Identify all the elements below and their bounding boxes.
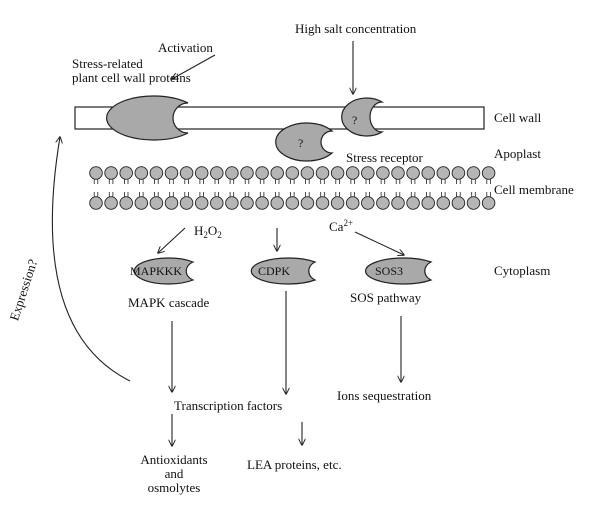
lipid-head [225,166,239,180]
lipid-head [210,166,224,180]
lipid-head [104,196,118,210]
lipid-head [255,196,269,210]
lipid-head [179,166,194,180]
high-salt-label: High salt concentration [295,21,417,36]
lipid-head [134,196,149,210]
transcription-factors-label: Transcription factors [174,398,283,413]
lipid-head [345,166,360,180]
lipid-head [149,166,164,180]
antioxidants-label: Antioxidants and osmolytes [124,453,224,495]
lipid-head [451,196,466,210]
h2o2-o: O [207,223,218,238]
lipid-head [240,196,254,210]
h2o2-sub1: 2 [203,230,208,240]
lipid-head [345,196,360,210]
lipid-head [194,196,209,210]
lipid-head [149,196,164,210]
lipid-head [164,196,179,210]
h2o2-label: H2O2 [194,223,222,241]
lipid-head [89,196,103,210]
lipid-head [481,196,496,210]
lipid-head [164,166,179,180]
ca-symbol: Ca [329,219,344,234]
receptor-question-label: ? [298,136,304,150]
stress-receptor-shape [275,122,334,162]
lipid-head [134,166,149,180]
cdpk-shape [250,257,317,285]
antioxidants-line1: Antioxidants [140,452,208,467]
cytoplasm-label: Cytoplasm [494,263,551,278]
arrow-activation [172,54,216,79]
lipid-head [406,196,420,210]
lipid-head [391,166,405,180]
h2o2-sub2: 2 [217,230,222,240]
stress-proteins-label-line2: plant cell wall proteins [72,70,191,85]
lipid-head [270,196,284,210]
mapkkk-label: MAPKKK [130,264,183,278]
lipid-head [89,166,103,180]
lipid-head [361,166,375,180]
mapkkk-shape [133,257,195,285]
ca-charge: 2+ [343,218,354,228]
calcium-label: Ca2+ [329,218,354,235]
sos-pathway-label: SOS pathway [350,290,422,305]
lipid-head [194,166,209,180]
lipid-head [104,166,118,180]
lipid-head [376,166,390,180]
lipid-head [466,196,481,210]
cdpk-label: CDPK [258,264,291,278]
arrow-h2o2 [158,227,186,253]
lipid-head [300,166,315,180]
wall-protein-right [341,97,385,137]
h2o2-h: H [194,223,204,238]
sos3-shape [364,257,433,285]
lipid-head [451,166,466,180]
lipid-head [119,196,133,210]
lipid-head [421,166,435,180]
apoplast-label: Apoplast [494,146,541,161]
lipid-head [436,166,451,180]
stress-receptor-label: Stress receptor [346,150,423,165]
ions-sequestration-label: Ions sequestration [337,388,432,403]
lipid-head [300,196,315,210]
lipid-head [406,166,420,180]
lipid-head [255,166,269,180]
lea-proteins-label: LEA proteins, etc. [247,457,342,472]
lipid-head [330,196,345,210]
lipid-head [225,196,239,210]
lipid-head [270,166,284,180]
stress-proteins-label-line1: Stress-related [72,56,143,71]
lipid-head [315,166,330,180]
lipid-head [315,196,330,210]
lipid-head [330,166,345,180]
lipid-head [179,196,194,210]
cell-wall-label: Cell wall [494,110,542,125]
antioxidants-line2: and [164,466,184,481]
wall-protein-question-label: ? [352,113,358,127]
arrow-ca [354,231,404,255]
activation-label: Activation [158,40,213,55]
lipid-head [421,196,435,210]
lipid-head [376,196,390,210]
lipid-head [481,166,496,180]
mapk-cascade-label: MAPK cascade [128,295,210,310]
cell-wall-bar [74,106,485,130]
wall-protein-left [106,95,189,141]
lipid-head [210,196,224,210]
lipid-head [361,196,375,210]
cell-membrane-bilayer [89,166,496,210]
lipid-head [436,196,451,210]
lipid-head [119,166,133,180]
lipid-head [391,196,405,210]
lipid-head [466,166,481,180]
lipid-head [285,166,300,180]
arrow-expression-curve [51,137,131,382]
antioxidants-line3: osmolytes [147,480,201,495]
lipid-head [285,196,300,210]
lipid-head [240,166,254,180]
sos3-label: SOS3 [375,264,404,278]
cell-membrane-label: Cell membrane [494,182,574,197]
